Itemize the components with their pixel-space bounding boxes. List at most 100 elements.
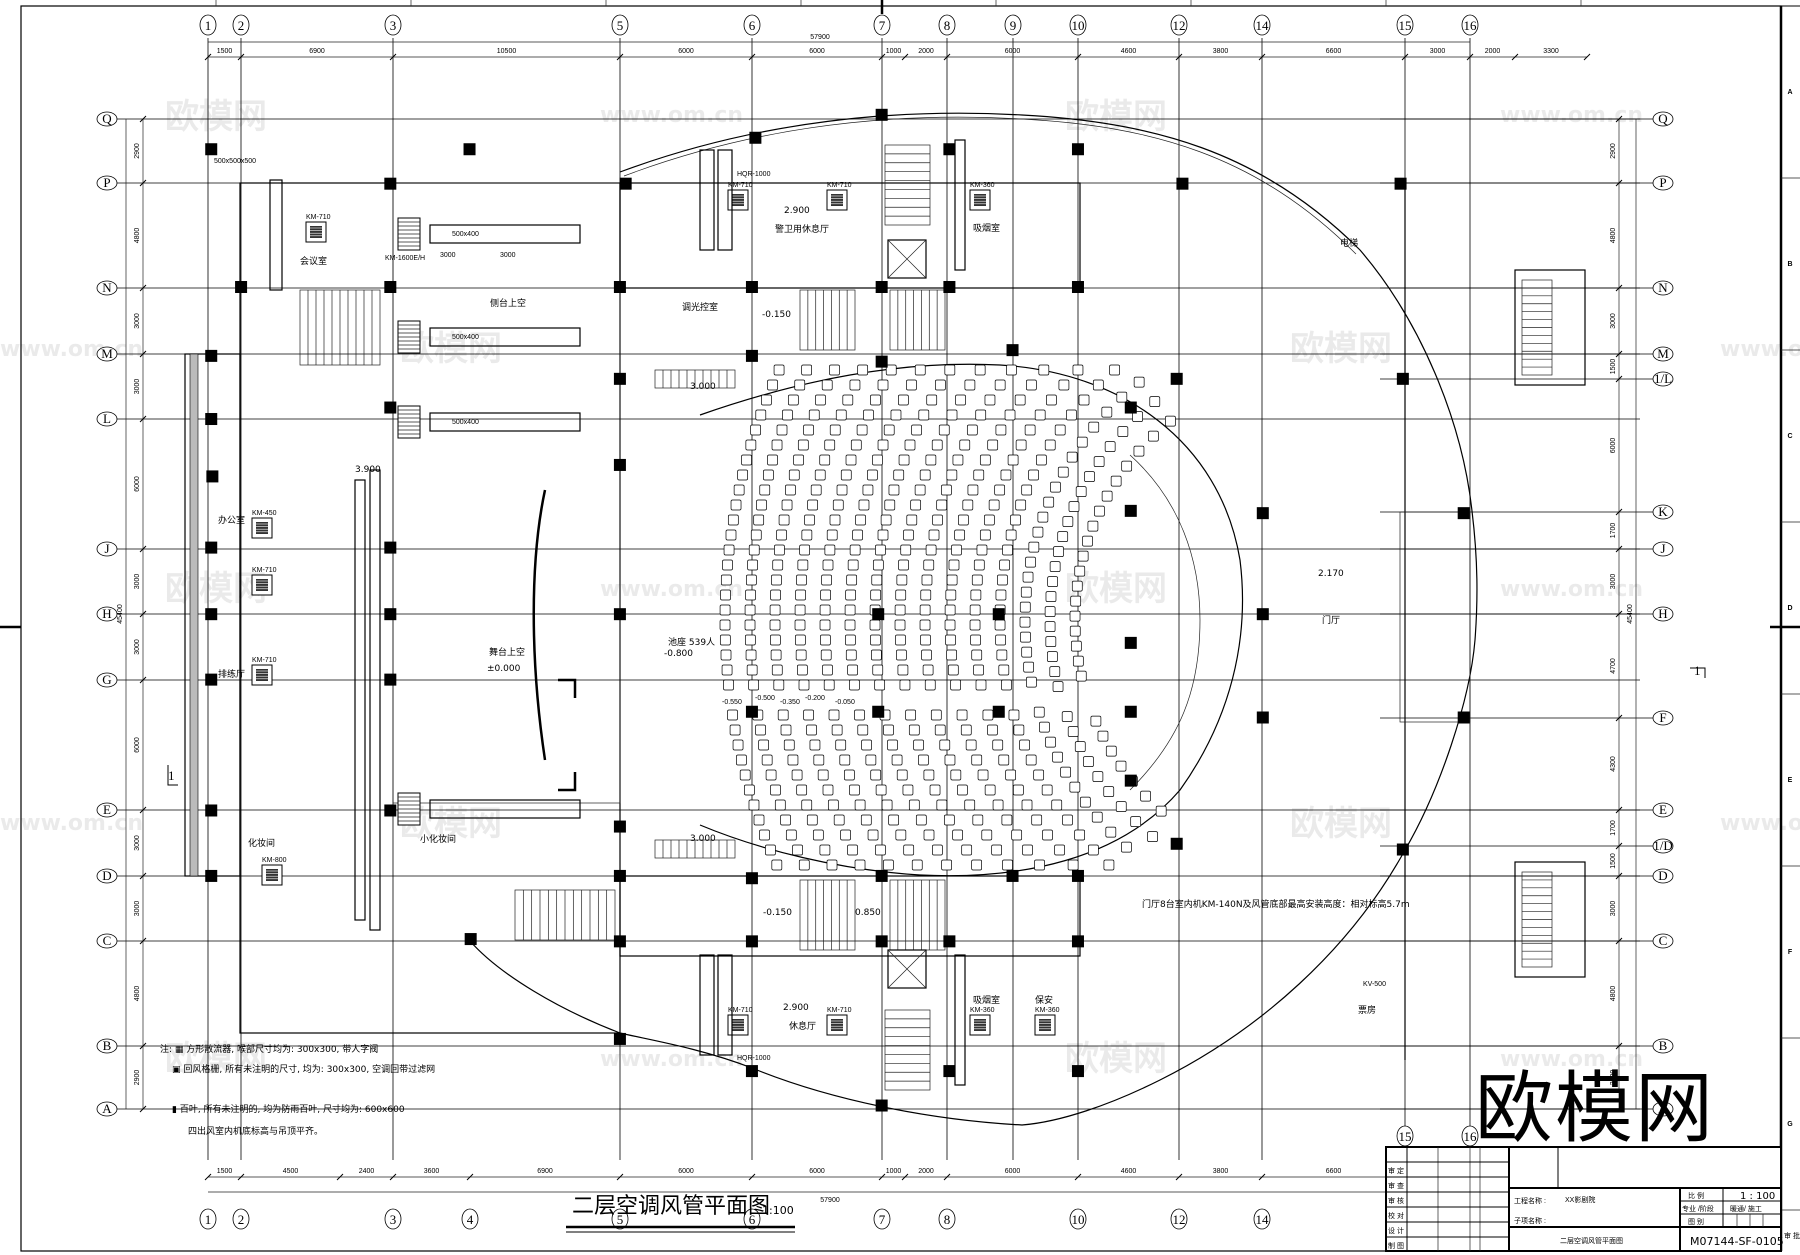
stage-corner-mark xyxy=(558,678,577,698)
seat xyxy=(944,754,956,766)
seat xyxy=(770,649,782,661)
seat xyxy=(801,529,813,541)
seat xyxy=(720,589,731,601)
seat xyxy=(1050,481,1061,493)
seat xyxy=(955,394,966,406)
dimension-value: 4500 xyxy=(283,1168,299,1175)
room-lounge-bottom: 休息厅 xyxy=(789,1020,816,1032)
seat xyxy=(1043,496,1055,508)
axis-bubble xyxy=(96,868,118,884)
seat xyxy=(745,649,757,661)
ac-cassette-unit: KM-710 xyxy=(727,1007,753,1036)
seat xyxy=(1078,394,1090,406)
seat xyxy=(849,784,860,796)
seat xyxy=(801,799,813,811)
axis-bubble xyxy=(1652,504,1674,520)
seat xyxy=(1133,445,1145,457)
seat xyxy=(845,634,856,646)
watermark-url: www.om.cn xyxy=(600,103,743,128)
seat xyxy=(979,454,991,466)
seat xyxy=(923,559,935,571)
seat xyxy=(895,589,907,601)
dimension-value: 2900 xyxy=(134,143,141,159)
unit-label: KM-710 xyxy=(827,1007,852,1014)
dimension-value: 2000 xyxy=(1485,48,1501,55)
dimension-value: 1700 xyxy=(1610,523,1617,539)
seat xyxy=(1052,681,1064,692)
seat xyxy=(973,559,985,571)
seat xyxy=(855,514,866,526)
seat xyxy=(794,619,806,631)
dimension-value: 6000 xyxy=(1610,438,1617,454)
seat xyxy=(998,754,1010,766)
seat xyxy=(1076,436,1088,448)
room-box-office: 票房 xyxy=(1358,1004,1376,1016)
seat xyxy=(1045,591,1057,602)
auditorium-seating xyxy=(719,364,1176,871)
seat xyxy=(733,484,745,496)
structural-column xyxy=(1006,869,1019,882)
axis-label-bottom: 8 xyxy=(944,1212,951,1227)
seat xyxy=(748,799,760,811)
seat xyxy=(1088,421,1100,433)
axis-bubble xyxy=(1652,838,1674,854)
seat xyxy=(1071,580,1083,592)
structural-column xyxy=(745,349,758,362)
unit-label: KM-710 xyxy=(252,567,277,574)
axis-bubble xyxy=(873,14,891,36)
room-office: 办公室 xyxy=(218,514,245,526)
axis-label-bottom: 10 xyxy=(1072,1212,1085,1227)
seat xyxy=(1033,769,1045,781)
seat xyxy=(923,769,935,781)
seat xyxy=(744,619,756,631)
seat xyxy=(936,799,948,811)
dimension-value: 2900 xyxy=(134,1070,141,1086)
seat xyxy=(914,484,926,496)
seat xyxy=(1001,679,1012,691)
stair-outline xyxy=(889,879,946,951)
seat xyxy=(897,664,909,676)
seat xyxy=(792,844,803,856)
room-elevator-area: 电梯 xyxy=(1340,237,1358,249)
seat xyxy=(1053,546,1064,557)
structural-column xyxy=(613,372,626,385)
watermark-url: www.om.cn xyxy=(0,337,143,362)
seat xyxy=(1140,790,1151,802)
seat xyxy=(845,454,857,466)
dimension-tick xyxy=(878,1173,886,1181)
seat xyxy=(846,574,858,586)
dimension-tick xyxy=(616,1173,624,1181)
seat xyxy=(765,769,777,781)
dimension-tick xyxy=(237,53,245,61)
zone-letter: B xyxy=(1787,261,1792,268)
seat xyxy=(1015,439,1027,451)
seat xyxy=(794,379,806,391)
section-marker-label: 1 xyxy=(1694,663,1701,678)
seat xyxy=(1147,831,1158,842)
seat xyxy=(785,484,796,496)
seat xyxy=(945,634,956,646)
zone-letter: E xyxy=(1788,777,1793,784)
structural-column xyxy=(384,608,397,621)
louver-label: 500x500x500 xyxy=(214,158,256,165)
seat xyxy=(729,724,741,736)
seat xyxy=(960,724,972,736)
seat xyxy=(962,499,974,511)
seat xyxy=(935,379,946,391)
hrv-label: HQR-1000 xyxy=(737,171,771,178)
structural-column xyxy=(1124,401,1137,414)
structural-column xyxy=(1394,177,1407,190)
axis-label-left: B xyxy=(103,1038,112,1053)
dimension-tick xyxy=(878,53,886,61)
seat xyxy=(890,409,902,421)
dimension-value: 1500 xyxy=(1610,853,1617,869)
dimension-value: 4600 xyxy=(1121,1168,1137,1175)
seat xyxy=(822,784,834,796)
level-stair-bottom-2: 0.850 xyxy=(855,908,881,918)
seat xyxy=(1091,811,1103,823)
watermark-url: www.om.cn xyxy=(1720,337,1800,362)
seat xyxy=(1070,640,1082,652)
axis-label-right: H xyxy=(1658,606,1667,621)
balcony-level: -0.550 xyxy=(722,699,742,706)
